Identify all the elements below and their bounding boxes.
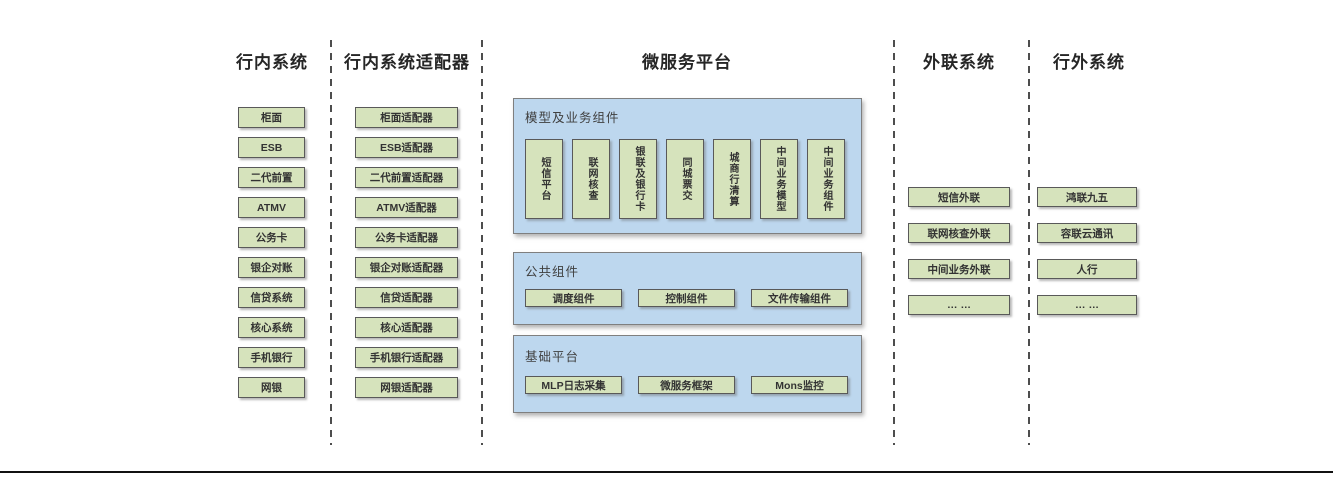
external-system-box: … … <box>1037 295 1137 315</box>
external-system-box: 鸿联九五 <box>1037 187 1137 207</box>
model-business-component-box: 短信平台 <box>525 139 563 219</box>
base-platform-box: 微服务框架 <box>638 376 735 394</box>
column-divider-3 <box>893 40 895 445</box>
internal-system-box: 公务卡 <box>238 227 305 248</box>
column-title-internal-adapters: 行内系统适配器 <box>344 53 470 72</box>
internal-adapter-box: 二代前置适配器 <box>355 167 458 188</box>
internal-system-box: 核心系统 <box>238 317 305 338</box>
internal-adapter-box: 银企对账适配器 <box>355 257 458 278</box>
column-title-microservice-platform: 微服务平台 <box>642 53 732 72</box>
common-component-box: 调度组件 <box>525 289 622 307</box>
external-system-box: 人行 <box>1037 259 1137 279</box>
external-connection-box: 中间业务外联 <box>908 259 1010 279</box>
internal-system-box: 手机银行 <box>238 347 305 368</box>
external-systems-list: 鸿联九五容联云通讯人行 … … <box>1037 187 1137 315</box>
internal-system-box: 网银 <box>238 377 305 398</box>
model-business-components-label: 模型及业务组件 <box>525 111 620 125</box>
internal-adapter-box: 柜面适配器 <box>355 107 458 128</box>
internal-adapter-box: 手机银行适配器 <box>355 347 458 368</box>
base-platform-box: MLP日志采集 <box>525 376 622 394</box>
external-system-box: 容联云通讯 <box>1037 223 1137 243</box>
column-title-internal-systems: 行内系统 <box>236 53 308 72</box>
model-business-components-panel: 模型及业务组件 短信平台联网核查银联及银行卡同城票交城商行清算中间业务模型中间业… <box>513 98 862 234</box>
external-connection-list: 短信外联联网核查外联中间业务外联 … … <box>908 187 1010 315</box>
model-business-components-list: 短信平台联网核查银联及银行卡同城票交城商行清算中间业务模型中间业务组件 <box>525 139 845 219</box>
column-divider-2 <box>481 40 483 445</box>
internal-adapter-box: 核心适配器 <box>355 317 458 338</box>
internal-system-box: ESB <box>238 137 305 158</box>
base-platform-panel: 基础平台 MLP日志采集微服务框架 Mons监控 <box>513 335 862 413</box>
internal-adapter-box: 网银适配器 <box>355 377 458 398</box>
internal-adapters-list: 柜面适配器 ESB适配器二代前置适配器 ATMV适配器公务卡适配器银企对账适配器信贷… <box>355 107 458 398</box>
model-business-component-box: 同城票交 <box>666 139 704 219</box>
internal-systems-list: 柜面 ESB 二代前置 ATMV 公务卡银企对账信贷系统核心系统手机银行网银 <box>238 107 305 398</box>
common-components-label: 公共组件 <box>525 265 580 279</box>
internal-system-box: 信贷系统 <box>238 287 305 308</box>
internal-adapter-box: ESB适配器 <box>355 137 458 158</box>
internal-system-box: 柜面 <box>238 107 305 128</box>
base-platform-label: 基础平台 <box>525 350 580 364</box>
external-connection-box: … … <box>908 295 1010 315</box>
common-components-list: 调度组件控制组件文件传输组件 <box>525 289 848 307</box>
common-component-box: 文件传输组件 <box>751 289 848 307</box>
model-business-component-box: 银联及银行卡 <box>619 139 657 219</box>
external-connection-box: 短信外联 <box>908 187 1010 207</box>
internal-adapter-box: 公务卡适配器 <box>355 227 458 248</box>
common-component-box: 控制组件 <box>638 289 735 307</box>
model-business-component-box: 中间业务组件 <box>807 139 845 219</box>
bottom-frame-line <box>0 471 1333 473</box>
model-business-component-box: 城商行清算 <box>713 139 751 219</box>
column-divider-1 <box>330 40 332 445</box>
column-title-external-systems: 行外系统 <box>1053 53 1125 72</box>
internal-system-box: ATMV <box>238 197 305 218</box>
internal-system-box: 银企对账 <box>238 257 305 278</box>
internal-adapter-box: 信贷适配器 <box>355 287 458 308</box>
base-platform-list: MLP日志采集微服务框架 Mons监控 <box>525 376 848 394</box>
column-title-external-connection-systems: 外联系统 <box>923 53 995 72</box>
column-divider-4 <box>1028 40 1030 445</box>
model-business-component-box: 中间业务模型 <box>760 139 798 219</box>
base-platform-box: Mons监控 <box>751 376 848 394</box>
common-components-panel: 公共组件 调度组件控制组件文件传输组件 <box>513 252 862 325</box>
external-connection-box: 联网核查外联 <box>908 223 1010 243</box>
internal-system-box: 二代前置 <box>238 167 305 188</box>
internal-adapter-box: ATMV适配器 <box>355 197 458 218</box>
model-business-component-box: 联网核查 <box>572 139 610 219</box>
